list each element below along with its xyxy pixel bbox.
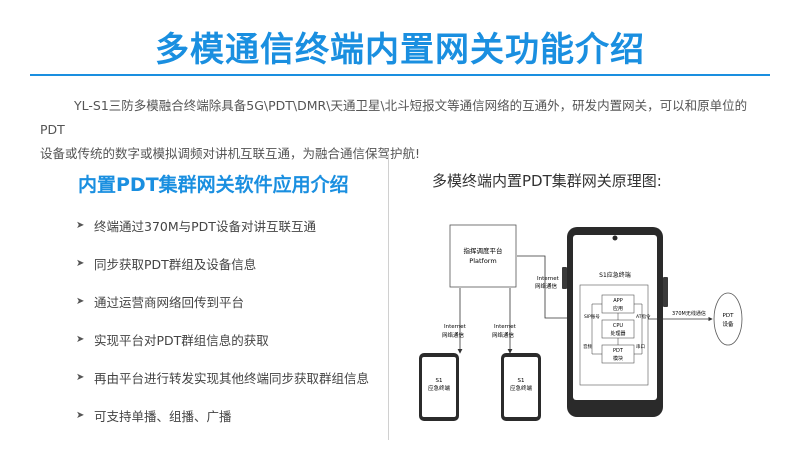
arrow-bullet-icon: ➤ <box>76 371 85 383</box>
terminal-title: S1应急终端 <box>599 271 631 279</box>
app-label: APP <box>613 298 622 304</box>
platform-sub-label: Platform <box>469 257 496 265</box>
camera-icon <box>612 235 618 241</box>
feature-item: ➤ 可支持单播、组播、广播 <box>76 396 369 434</box>
arrow-bullet-icon: ➤ <box>76 333 85 345</box>
arrow-bullet-icon: ➤ <box>76 409 85 421</box>
arrow-bullet-icon: ➤ <box>76 257 85 269</box>
small-phone-sub-label: 应急终端 <box>428 384 451 392</box>
terminal-screen <box>573 235 657 400</box>
network-label-right: 网络通信 <box>492 331 515 339</box>
small-phone-screen <box>504 357 538 417</box>
audio-sip-link <box>591 303 602 355</box>
platform-box <box>449 224 517 288</box>
app-sub-label: 应用 <box>613 305 623 312</box>
platform-to-terminal-arrow <box>517 255 576 321</box>
feature-text: 同步获取PDT群组及设备信息 <box>94 256 257 272</box>
feature-item: ➤ 终端通过370M与PDT设备对讲互联互通 <box>76 206 369 244</box>
internet-label-right: Internet <box>494 324 517 330</box>
arrow-bullet-icon: ➤ <box>76 219 85 231</box>
audio-label: 音频 <box>583 343 592 350</box>
internet-label-center: Internet <box>537 276 560 282</box>
small-phone-sub-label: 应急终端 <box>510 384 533 392</box>
title-underline <box>30 74 770 76</box>
feature-list: ➤ 终端通过370M与PDT设备对讲互联互通 ➤ 同步获取PDT群组及设备信息 ➤ 通… <box>76 206 369 434</box>
small-terminal-left: S1 应急终端 <box>419 353 459 421</box>
sip-account-label: SIP账号 <box>584 313 600 320</box>
pdt-module-sub-label: 模块 <box>613 355 623 362</box>
wireless-link-label: 370M无线通信 <box>672 310 706 317</box>
pdt-device-label: PDT <box>723 313 735 319</box>
feature-text: 通过运营商网络回传到平台 <box>94 294 245 310</box>
small-phone-screen <box>422 357 456 417</box>
section-divider <box>388 154 389 440</box>
network-label-left: 网络通信 <box>442 331 465 339</box>
small-terminal-right: S1 应急终端 <box>501 353 541 421</box>
diagram-title: 多模终端内置PDT集群网关原理图: <box>432 172 662 190</box>
software-section-title: 内置PDT集群网关软件应用介绍 <box>78 174 349 196</box>
feature-item: ➤ 同步获取PDT群组及设备信息 <box>76 244 369 282</box>
small-phone-label: S1 <box>436 378 443 384</box>
intro-paragraph: YL-S1三防多模融合终端除具备5G\PDT\DMR\天通卫星\北斗短报文等通信… <box>40 94 760 166</box>
feature-text: 再由平台进行转发实现其他终端同步获取群组信息 <box>94 370 370 386</box>
intro-line-1: YL-S1三防多模融合终端除具备5G\PDT\DMR\天通卫星\北斗短报文等通信… <box>40 98 748 137</box>
gateway-principle-diagram: 指挥调度平台 Platform Internet 网络通信 Internet 网… <box>419 224 743 421</box>
feature-text: 终端通过370M与PDT设备对讲互联互通 <box>94 218 316 234</box>
terminal-side-button <box>663 277 668 307</box>
feature-item: ➤ 实现平台对PDT群组信息的获取 <box>76 320 369 358</box>
terminal-inner-frame <box>579 284 649 386</box>
terminal-side-button <box>562 267 567 289</box>
s1-terminal: S1应急终端 APP 应用 CPU 处理器 PDT 模块 SIP账号 AT指令 … <box>562 227 668 417</box>
pdt-device-ellipse <box>713 292 743 346</box>
pdt-device-sub-label: 设备 <box>722 320 734 328</box>
feature-item: ➤ 通过运营商网络回传到平台 <box>76 282 369 320</box>
intro-line-2: 设备或传统的数字或模拟调频对讲机互联互通，为融合通信保驾护航! <box>40 146 421 161</box>
pdt-module-label: PDT <box>613 348 624 354</box>
arrow-bullet-icon: ➤ <box>76 295 85 307</box>
at-serial-link <box>634 303 643 355</box>
cpu-label: CPU <box>613 323 624 329</box>
feature-text: 实现平台对PDT群组信息的获取 <box>94 332 269 348</box>
internet-label-left: Internet <box>444 324 467 330</box>
page-title: 多模通信终端内置网关功能介绍 <box>155 30 645 70</box>
feature-item: ➤ 再由平台进行转发实现其他终端同步获取群组信息 <box>76 358 369 396</box>
feature-text: 可支持单播、组播、广播 <box>94 408 232 424</box>
cpu-sub-label: 处理器 <box>610 330 625 337</box>
network-label-center: 网络通信 <box>535 282 558 290</box>
platform-label: 指挥调度平台 <box>464 246 503 255</box>
small-phone-label: S1 <box>518 378 525 384</box>
serial-port-label: 串口 <box>636 344 645 350</box>
at-command-label: AT指令 <box>636 313 651 320</box>
